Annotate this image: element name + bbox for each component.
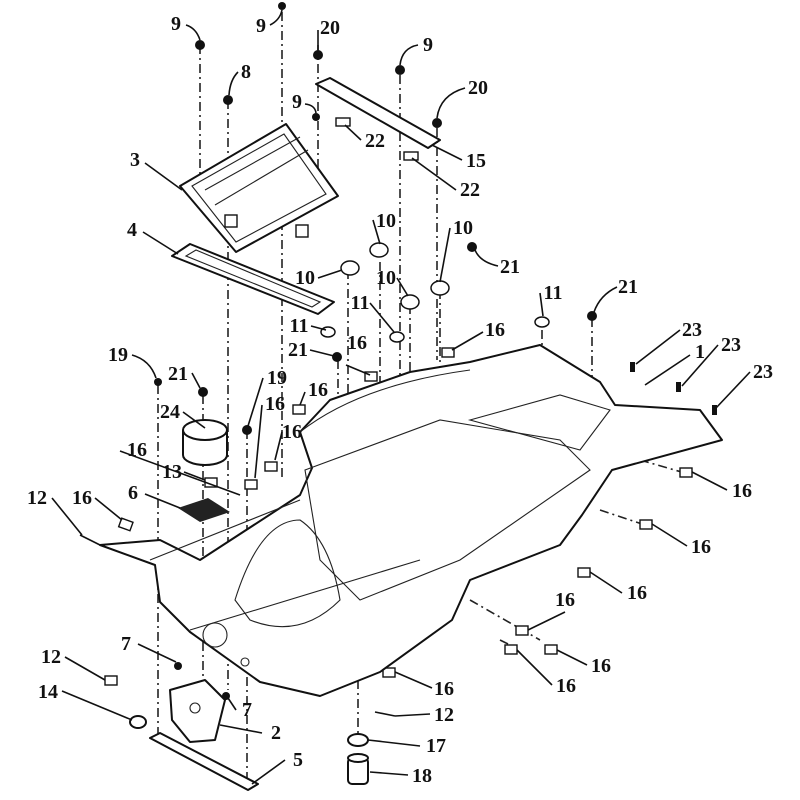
callout-16: 16 (556, 675, 576, 697)
callout-16: 16 (72, 487, 92, 509)
callout-22: 22 (365, 130, 385, 152)
callout-7: 7 (121, 633, 131, 655)
callout-10: 10 (376, 210, 396, 232)
callout-4: 4 (127, 219, 137, 241)
callout-10: 10 (376, 267, 396, 289)
callout-2: 2 (271, 722, 281, 744)
callout-11: 11 (544, 282, 563, 304)
callout-20: 20 (468, 77, 488, 99)
callout-14: 14 (38, 681, 58, 703)
callout-16: 16 (434, 678, 454, 700)
callout-12: 12 (27, 487, 47, 509)
callout-8: 8 (241, 61, 251, 83)
callout-10: 10 (453, 217, 473, 239)
callout-9: 9 (423, 34, 433, 56)
knob-part-14 (129, 715, 147, 729)
gasket-part-4 (171, 243, 335, 315)
callout-12: 12 (434, 704, 454, 726)
callout-11: 11 (351, 292, 370, 314)
callout-9: 9 (171, 13, 181, 35)
mount-part-17 (347, 733, 369, 747)
callout-16: 16 (591, 655, 611, 677)
callout-6: 6 (128, 482, 138, 504)
bar-part-5 (149, 732, 259, 791)
callout-3: 3 (130, 149, 140, 171)
leader-lines (51, 9, 751, 785)
callout-16: 16 (627, 582, 647, 604)
callout-15: 15 (466, 150, 486, 172)
callout-21: 21 (618, 276, 638, 298)
callout-16: 16 (485, 319, 505, 341)
callout-21: 21 (168, 363, 188, 385)
callout-19: 19 (267, 367, 287, 389)
callout-16: 16 (127, 439, 147, 461)
callout-labels: 9 9 20 9 8 9 20 22 15 3 22 4 10 10 21 10… (27, 13, 773, 787)
callout-16: 16 (555, 589, 575, 611)
callout-16: 16 (282, 421, 302, 443)
callout-21: 21 (288, 339, 308, 361)
callout-10: 10 (295, 267, 315, 289)
bracket-part-15 (315, 77, 441, 161)
callout-17: 17 (426, 735, 446, 757)
callout-21: 21 (500, 256, 520, 278)
callout-13: 13 (162, 461, 182, 483)
callout-23: 23 (753, 361, 773, 383)
clips (104, 347, 693, 686)
callout-19: 19 (108, 344, 128, 366)
callout-9: 9 (292, 91, 302, 113)
mesh-part-6 (178, 498, 230, 522)
callout-22: 22 (460, 179, 480, 201)
callout-20: 20 (320, 17, 340, 39)
callout-7: 7 (242, 699, 252, 721)
bracket-part-2 (169, 679, 226, 743)
callout-5: 5 (293, 749, 303, 771)
callout-24: 24 (160, 401, 180, 423)
battery-tray-part-3 (179, 123, 339, 253)
floor-pan-part-1 (99, 344, 723, 697)
callout-16: 16 (691, 536, 711, 558)
callout-11: 11 (290, 315, 309, 337)
callout-16: 16 (308, 379, 328, 401)
callout-1: 1 (695, 341, 705, 363)
callout-23: 23 (721, 334, 741, 356)
callout-18: 18 (412, 765, 432, 787)
callout-16: 16 (347, 332, 367, 354)
callout-16: 16 (265, 393, 285, 415)
callout-9: 9 (256, 15, 266, 37)
callout-23: 23 (682, 319, 702, 341)
callout-16: 16 (732, 480, 752, 502)
canister-part-24 (182, 419, 228, 466)
bushing-part-18 (347, 753, 369, 785)
callout-12: 12 (41, 646, 61, 668)
